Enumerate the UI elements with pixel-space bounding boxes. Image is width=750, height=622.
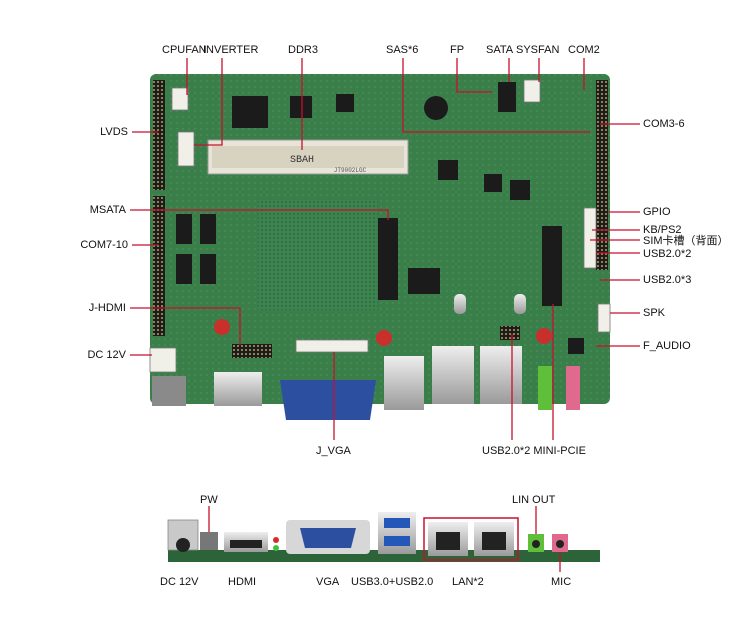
label-inverter: INVERTER	[203, 44, 259, 56]
chip-left-1	[176, 214, 192, 244]
sata-connector	[498, 82, 516, 112]
chip-upper-right	[336, 94, 354, 112]
chip-right-1	[484, 174, 502, 192]
crystal-1	[454, 294, 466, 314]
chip-mid-right	[438, 160, 458, 180]
led-red	[273, 537, 279, 543]
label-lan2: LAN*2	[452, 576, 484, 588]
lan2-hole	[482, 532, 506, 550]
chip-upper-mid	[290, 96, 312, 118]
label-msata: MSATA	[89, 204, 126, 216]
ram-silk-text: SBAH	[290, 155, 314, 166]
label-sata: SATA	[486, 44, 514, 56]
label-dc12v-bottom: DC 12V	[160, 576, 199, 588]
led-green	[273, 545, 279, 551]
dc-power-top	[149, 347, 177, 373]
label-ddr3: DDR3	[288, 44, 318, 56]
crystal-2	[514, 294, 526, 314]
chip-left-2	[176, 254, 192, 284]
label-faudio: F_AUDIO	[643, 340, 691, 352]
hdmi-port-hole	[230, 540, 262, 548]
label-kbps2: KB/PS2	[643, 224, 682, 236]
hdmi-port-top	[214, 372, 262, 406]
label-jhdmi: J-HDMI	[88, 302, 126, 314]
audio-green-top	[538, 366, 552, 410]
vga-header	[295, 339, 369, 353]
chip-left-3	[200, 214, 216, 244]
leader-lines	[130, 58, 640, 440]
chip-left-4	[200, 254, 216, 284]
vga-port-top	[280, 380, 376, 420]
label-sas6: SAS*6	[386, 44, 419, 56]
dc-jack-top	[152, 376, 186, 406]
board-top-view: SBAH JT9002LGC	[149, 74, 611, 420]
label-cpufan: CPUFAN	[162, 44, 207, 56]
com3-6-header	[596, 80, 608, 270]
label-linout: LIN OUT	[512, 494, 556, 506]
label-sysfan: SYSFAN	[516, 44, 560, 56]
label-pw: PW	[200, 494, 218, 506]
capacitor-2	[376, 330, 392, 346]
label-jvga: J_VGA	[316, 445, 351, 457]
chip-lower-right	[568, 338, 584, 354]
label-hdmi: HDMI	[228, 576, 257, 588]
chip-upper-left	[232, 96, 268, 128]
board-rear-view	[167, 512, 600, 562]
label-com2: COM2	[568, 44, 600, 56]
audio-green-hole	[532, 540, 540, 548]
label-fp: FP	[450, 44, 465, 56]
label-com3-6: COM3-6	[643, 118, 685, 130]
usb20-port	[384, 536, 410, 546]
dc-jack-hole	[176, 538, 190, 552]
label-sim: SIM卡槽（背面）	[643, 235, 729, 247]
audio-pink-top	[566, 366, 580, 410]
label-usb20x3: USB2.0*3	[643, 274, 692, 286]
buzzer	[424, 96, 448, 120]
label-usb20x2-right: USB2.0*2	[643, 248, 692, 260]
capacitor-3	[536, 328, 552, 344]
kbps2-connector	[583, 207, 597, 269]
capacitor-1	[214, 319, 230, 335]
vga-port-blue	[300, 528, 356, 548]
msata-slot	[378, 218, 398, 300]
label-spk: SPK	[643, 307, 666, 319]
lan1-port-top	[432, 346, 474, 404]
label-lvds: LVDS	[100, 126, 128, 138]
cpufan-connector	[171, 87, 189, 111]
lvds-header	[153, 80, 165, 190]
ddr3-module	[212, 146, 404, 168]
leader-lines-rear	[208, 506, 561, 572]
usb-stack-top	[384, 356, 424, 410]
chip-right-2	[510, 180, 530, 200]
lan-outline	[423, 517, 519, 561]
label-gpio: GPIO	[643, 206, 671, 218]
label-usb30: USB3.0+USB2.0	[351, 576, 434, 588]
inverter-connector	[177, 131, 195, 167]
com7-10-header	[153, 196, 165, 336]
chip-lower-mid	[408, 268, 440, 294]
audio-pink-hole	[556, 540, 564, 548]
label-mic: MIC	[551, 576, 572, 588]
cpu-bga	[258, 200, 378, 310]
lan1-hole	[436, 532, 460, 550]
power-button-rear	[200, 532, 218, 550]
label-vga: VGA	[316, 576, 340, 588]
minipcie-slot	[542, 226, 562, 306]
usb30-port	[384, 518, 410, 528]
label-usb20x2-minipcie: USB2.0*2 MINI-PCIE	[482, 445, 586, 457]
board-id-silk: JT9002LGC	[334, 167, 367, 174]
jhdmi-header	[232, 344, 272, 358]
spk-connector	[597, 303, 611, 333]
label-com7-10: COM7-10	[80, 239, 128, 251]
lan2-port-top	[480, 346, 522, 404]
sysfan-connector	[523, 79, 541, 103]
usb-header-top	[500, 326, 520, 340]
label-dc12v-top: DC 12V	[87, 349, 126, 361]
